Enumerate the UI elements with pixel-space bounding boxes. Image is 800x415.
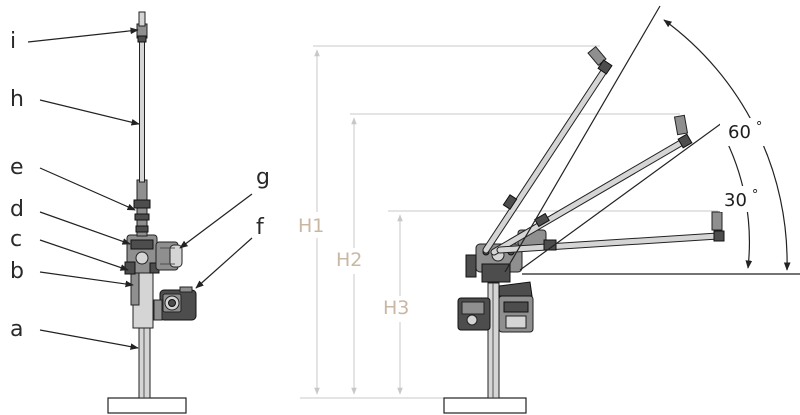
boom-60deg (482, 45, 613, 254)
front-view: a b c d e h i g f (10, 11, 270, 414)
label-d: d (10, 197, 24, 222)
front-end-effector (136, 11, 148, 43)
side-base-plate (443, 397, 527, 414)
label-h1: H1 (298, 215, 324, 237)
front-boom-tube (139, 35, 145, 183)
label-h: h (10, 87, 24, 112)
label-h2: H2 (336, 249, 362, 271)
leader-e (39, 167, 136, 211)
front-base-plate (107, 397, 187, 414)
label-b: b (10, 259, 24, 284)
side-camera (457, 281, 534, 333)
label-a: a (10, 317, 23, 342)
leader-h (39, 99, 140, 126)
label-f: f (256, 215, 265, 240)
label-c: c (10, 227, 22, 252)
leader-i (27, 27, 139, 43)
leader-d (39, 211, 131, 245)
front-motor (155, 241, 183, 271)
front-hub (124, 234, 160, 275)
ray-30deg (519, 119, 727, 271)
label-60deg: 60° (728, 120, 762, 143)
label-i: i (10, 29, 16, 54)
leader-b (39, 271, 134, 288)
leader-g (179, 193, 253, 249)
ray-60deg (504, 5, 661, 273)
label-e: e (10, 155, 24, 180)
boom-30deg (490, 114, 693, 256)
leader-a (39, 329, 139, 350)
front-camera (153, 286, 197, 321)
label-h3: H3 (383, 297, 409, 319)
side-post (487, 282, 500, 399)
label-30deg: 30° (724, 188, 758, 211)
leader-f (195, 237, 253, 289)
side-view: H1 H2 H3 (296, 5, 800, 414)
label-g: g (256, 165, 270, 190)
leader-c (39, 239, 129, 271)
